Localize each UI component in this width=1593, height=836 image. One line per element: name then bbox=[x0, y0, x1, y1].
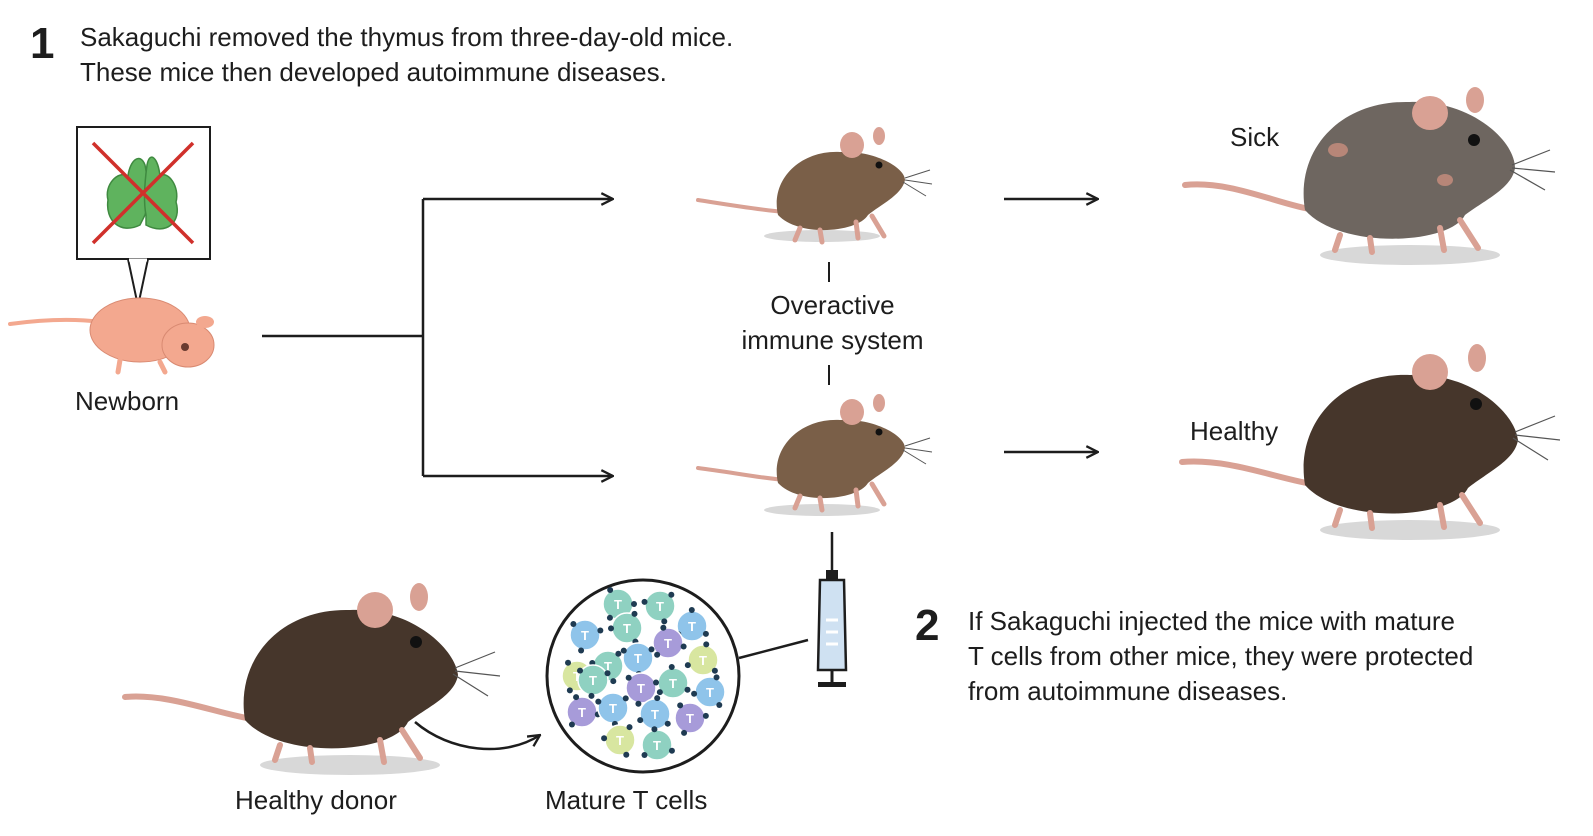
thymus-callout bbox=[76, 126, 211, 307]
t-cell: T bbox=[652, 624, 687, 659]
t-cell-letter: T bbox=[688, 619, 696, 634]
lens-to-syringe-line bbox=[738, 638, 809, 660]
healthy-donor-label: Healthy donor bbox=[235, 785, 397, 815]
t-cell: T bbox=[577, 664, 611, 699]
t-cell: T bbox=[595, 692, 629, 727]
t-cell: T bbox=[675, 607, 709, 642]
t-cell-letter: T bbox=[664, 636, 672, 651]
step-1-number: 1 bbox=[30, 19, 55, 68]
t-cell-letter: T bbox=[651, 707, 659, 722]
t-cell-letter: T bbox=[609, 701, 617, 716]
step-1-text: Sakaguchi removed the thymus from three-… bbox=[80, 20, 733, 90]
overactive-label-line-2: immune system bbox=[741, 325, 924, 355]
t-cell: T bbox=[641, 726, 675, 761]
mature-t-cells-label: Mature T cells bbox=[545, 785, 708, 815]
t-cell: T bbox=[691, 674, 726, 709]
t-cell-letter: T bbox=[604, 659, 612, 674]
young-mouse-bottom-icon bbox=[696, 394, 933, 516]
t-cell-letter: T bbox=[623, 621, 631, 636]
t-cell-letter: T bbox=[656, 599, 664, 614]
healthy-mouse-icon bbox=[1179, 344, 1561, 540]
syringe-icon bbox=[816, 532, 848, 687]
sick-label: Sick bbox=[1230, 122, 1280, 152]
t-cell-letter: T bbox=[581, 628, 589, 643]
newborn-mouse-icon bbox=[8, 297, 215, 375]
t-cell: T bbox=[684, 641, 719, 676]
step-2-number: 2 bbox=[915, 601, 940, 650]
t-cell-letter: T bbox=[573, 669, 581, 684]
t-cell: T bbox=[674, 702, 709, 736]
arrow-donor-to-cells bbox=[414, 721, 540, 751]
t-cell-letter: T bbox=[578, 705, 586, 720]
newborn-label: Newborn bbox=[75, 386, 180, 416]
healthy-label: Healthy bbox=[1190, 416, 1279, 446]
t-cell-letter: T bbox=[616, 733, 624, 748]
t-cell-letter: T bbox=[706, 685, 714, 700]
sick-mouse-icon bbox=[1182, 87, 1556, 265]
healthy-donor-mouse-icon bbox=[122, 583, 501, 775]
t-cell: T bbox=[601, 724, 636, 758]
t-cell-letter: T bbox=[699, 653, 707, 668]
t-cell-letter: T bbox=[637, 681, 645, 696]
young-mouse-top-icon bbox=[696, 127, 933, 245]
step-2-text-line-2: T cells from other mice, they were prote… bbox=[968, 641, 1474, 671]
step-1-text-line-2: These mice then developed autoimmune dis… bbox=[80, 57, 667, 87]
t-cell: T bbox=[566, 694, 601, 728]
overactive-immune-label: Overactive immune system bbox=[740, 288, 925, 358]
overactive-label-line-1: Overactive bbox=[770, 290, 895, 320]
t-cell: T bbox=[641, 590, 676, 625]
t-cell: T bbox=[625, 672, 660, 707]
step-1-text-line-1: Sakaguchi removed the thymus from three-… bbox=[80, 22, 734, 52]
t-cell: T bbox=[637, 695, 671, 730]
removed-cross-icon bbox=[91, 141, 195, 245]
step-2-text: If Sakaguchi injected the mice with matu… bbox=[968, 604, 1473, 709]
t-cell: T bbox=[569, 619, 604, 654]
t-cell-letter: T bbox=[614, 597, 622, 612]
step-2-text-line-1: If Sakaguchi injected the mice with matu… bbox=[968, 606, 1456, 636]
t-cell-letter: T bbox=[589, 673, 597, 688]
t-cell-letter: T bbox=[634, 651, 642, 666]
branch-connector bbox=[262, 199, 613, 476]
t-cell-letter: T bbox=[669, 676, 677, 691]
t-cell-letter: T bbox=[686, 711, 694, 726]
t-cell-letter: T bbox=[653, 738, 661, 753]
step-2-text-line-3: from autoimmune diseases. bbox=[968, 676, 1288, 706]
